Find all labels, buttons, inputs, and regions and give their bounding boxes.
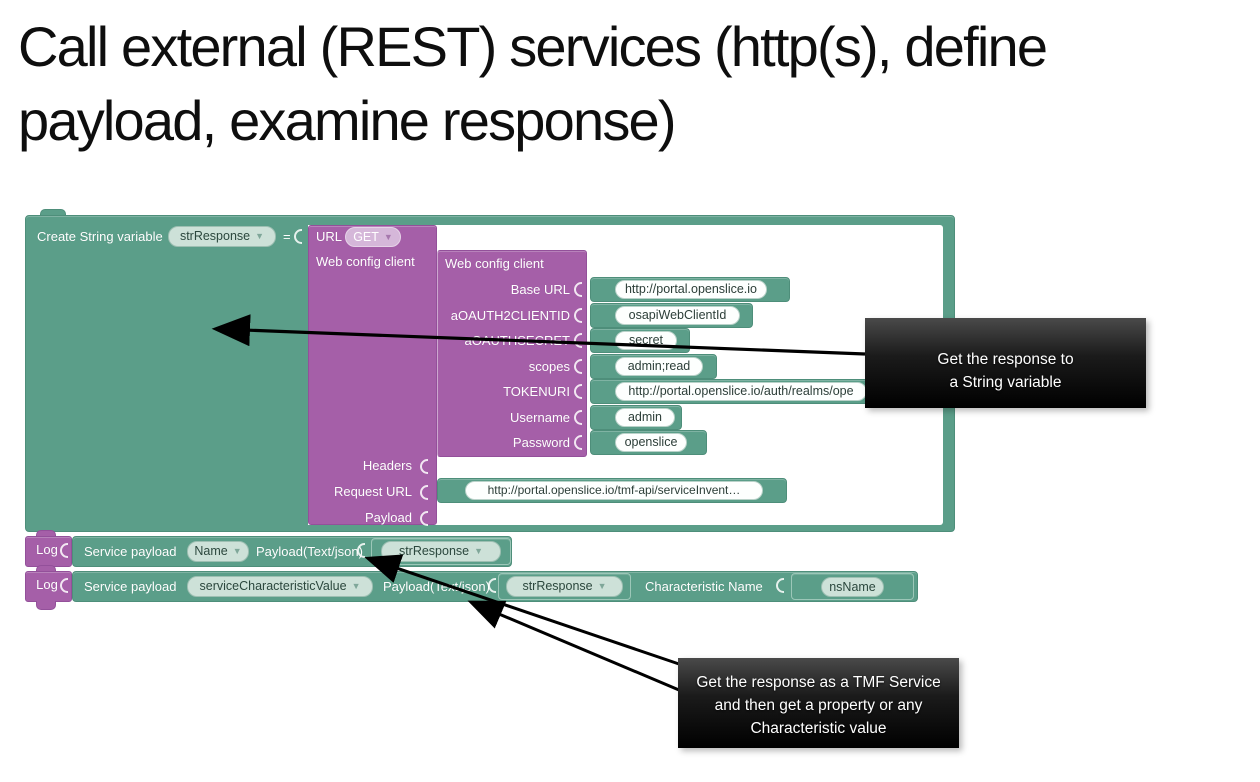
request-url-field[interactable]: http://portal.openslice.io/tmf-api/servi… xyxy=(465,481,763,500)
callout-tmf-service: Get the response as a TMF Service and th… xyxy=(678,658,959,748)
callout2-line2: and then get a property or any xyxy=(714,697,923,714)
value-socket xyxy=(294,229,302,244)
log2-bottom-tab xyxy=(36,601,56,610)
field-socket xyxy=(574,333,582,348)
equals-label: = xyxy=(283,229,291,244)
http-method-dropdown[interactable]: GET ▼ xyxy=(345,227,401,247)
field-label-password: Password xyxy=(512,435,570,450)
field-socket xyxy=(574,308,582,323)
clientid-field[interactable]: osapiWebClientId xyxy=(615,306,740,325)
variable-value-2: strResponse xyxy=(522,579,593,593)
chevron-down-icon: ▼ xyxy=(232,546,242,556)
field-socket xyxy=(574,410,582,425)
create-variable-block-notch xyxy=(40,209,66,217)
callout2-line3: Characteristic value xyxy=(750,720,887,737)
characteristic-socket xyxy=(776,578,784,593)
chevron-down-icon: ▼ xyxy=(255,231,265,241)
payload-label: Payload xyxy=(365,510,412,525)
url-block[interactable] xyxy=(308,225,437,525)
scopes-field[interactable]: admin;read xyxy=(615,357,703,376)
callout1-line1: Get the response to xyxy=(937,351,1074,368)
payload-socket-1 xyxy=(357,543,365,558)
field-label-secret: aOAUTHSECRET xyxy=(464,333,570,348)
log1-notch xyxy=(36,530,56,537)
callout-string-variable: Get the response to a String variable xyxy=(865,318,1146,408)
chevron-down-icon: ▼ xyxy=(474,546,484,556)
callout2-line1: Get the response as a TMF Service xyxy=(696,674,941,691)
web-config-client-title: Web config client xyxy=(445,256,544,271)
payload-type-value-2: serviceCharacteristicValue xyxy=(199,579,347,593)
payload-type-dropdown-2[interactable]: serviceCharacteristicValue ▼ xyxy=(187,576,373,597)
field-label-scopes: scopes xyxy=(528,359,570,374)
characteristic-name-label: Characteristic Name xyxy=(645,579,763,594)
service-payload-label-2: Service payload xyxy=(84,579,177,594)
log2-socket xyxy=(60,578,68,593)
field-socket xyxy=(574,384,582,399)
log2-label: Log xyxy=(36,577,58,592)
tokenuri-field[interactable]: http://portal.openslice.io/auth/realms/o… xyxy=(615,382,867,401)
field-label-clientid: aOAUTH2CLIENTID xyxy=(450,308,570,323)
page-title: Call external (REST) services (http(s), … xyxy=(18,10,1258,158)
url-block-title: URL xyxy=(316,229,343,244)
secret-field[interactable]: secret xyxy=(615,331,677,350)
variable-dropdown-value: strResponse xyxy=(179,229,251,243)
service-payload-label-1: Service payload xyxy=(84,544,177,559)
http-method-value: GET xyxy=(353,230,379,244)
payload-type-dropdown-1[interactable]: Name ▼ xyxy=(187,541,249,562)
variable-dropdown[interactable]: strResponse ▼ xyxy=(168,226,276,247)
log1-label: Log xyxy=(36,542,58,557)
field-label-tokenuri: TOKENURI xyxy=(503,384,570,399)
characteristic-value-field[interactable]: nsName xyxy=(821,577,884,597)
chevron-down-icon: ▼ xyxy=(351,581,361,591)
chevron-down-icon: ▼ xyxy=(597,581,607,591)
variable-dropdown-1[interactable]: strResponse ▼ xyxy=(381,541,501,562)
page-title-line2: payload, examine response) xyxy=(18,89,677,152)
variable-dropdown-2[interactable]: strResponse ▼ xyxy=(506,576,623,597)
log1-socket xyxy=(60,543,68,558)
request-url-label: Request URL xyxy=(333,484,412,499)
field-socket xyxy=(574,282,582,297)
field-socket xyxy=(574,359,582,374)
client-input-label: Web config client xyxy=(316,254,415,269)
payload-socket xyxy=(420,511,428,526)
payload-socket-2 xyxy=(488,578,496,593)
base-url-field[interactable]: http://portal.openslice.io xyxy=(615,280,767,299)
username-field[interactable]: admin xyxy=(615,408,675,427)
payload-type-value-1: Name xyxy=(194,544,228,558)
headers-socket xyxy=(420,459,428,474)
headers-label: Headers xyxy=(362,458,412,473)
create-variable-label: Create String variable xyxy=(37,229,163,244)
page-title-line1: Call external (REST) services (http(s), … xyxy=(18,15,1048,78)
log2-notch xyxy=(36,565,56,572)
chevron-down-icon: ▼ xyxy=(383,232,393,242)
variable-value-1: strResponse xyxy=(398,544,470,558)
field-label-base-url: Base URL xyxy=(510,282,570,297)
password-field[interactable]: openslice xyxy=(615,433,687,452)
callout1-line2: a String variable xyxy=(949,374,1062,391)
field-label-username: Username xyxy=(510,410,570,425)
field-socket xyxy=(574,435,582,450)
payload-text-label-2: Payload(Text/json) xyxy=(383,579,490,594)
payload-text-label-1: Payload(Text/json) xyxy=(256,544,363,559)
request-url-socket xyxy=(420,485,428,500)
